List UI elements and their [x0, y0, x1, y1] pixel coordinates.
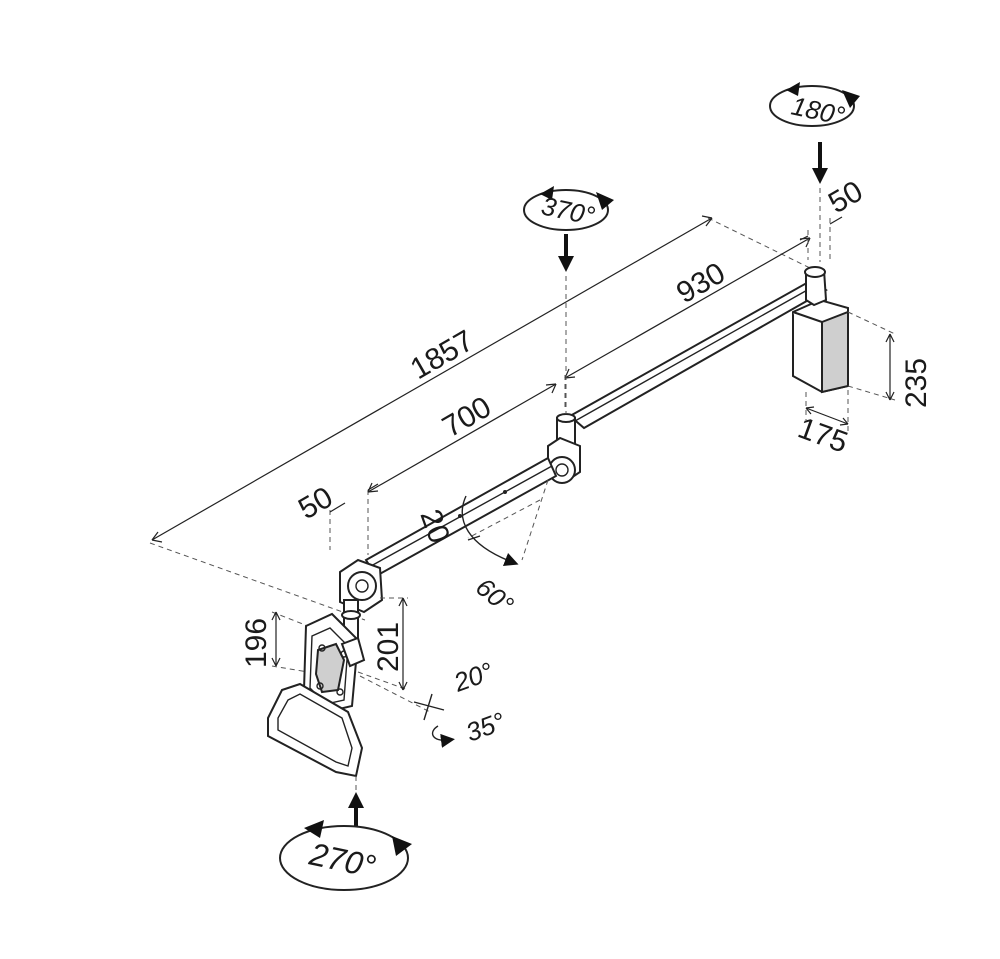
wall-plate: [792, 298, 849, 394]
down-arrow-icon: [812, 168, 828, 184]
up-arrow-icon: [348, 792, 364, 808]
dimension-head-height: 196: [240, 611, 309, 673]
head-swivel-label: 35°: [462, 706, 509, 748]
head-height-label: 196: [240, 618, 273, 668]
rotation-arrow-icon: [596, 192, 614, 210]
wall-plate-height-label: 235: [900, 358, 933, 408]
dimension-wall-plate-height: 235: [847, 311, 933, 408]
head-rotation: 270°: [279, 776, 412, 891]
inner-arm-label: 930: [671, 256, 731, 310]
vesa-head: [302, 612, 366, 714]
dimension-elbow-offset: 50: [293, 481, 379, 550]
tilt-arm-height-label: 201: [372, 622, 405, 672]
dimension-wall-plate-depth: 175: [794, 390, 852, 460]
dimension-mount-offset: 50: [799, 175, 868, 260]
rotation-arrow-icon: [392, 836, 412, 856]
down-arrow-icon: [558, 256, 574, 272]
rotation-arrow-icon: [304, 820, 324, 838]
head-tilt-label: 20°: [449, 656, 497, 698]
middle-joint-rotation: 370°: [523, 186, 614, 414]
dimension-tilt-arm-height: 201: [357, 597, 409, 691]
total-length-label: 1857: [405, 324, 479, 386]
arm-tilt-label: 60°: [470, 572, 519, 620]
outer-arm: [364, 456, 558, 578]
dimension-inner-arm: 930: [564, 237, 811, 410]
elbow-joint: [339, 558, 384, 651]
mount-offset-label: 50: [823, 175, 868, 220]
wall-joint-rotation: 180°: [769, 82, 860, 262]
rotation-arrow-icon: [786, 82, 800, 96]
elbow-offset-label: 50: [293, 481, 338, 526]
outer-arm-label: 700: [437, 390, 497, 444]
rotation-arrow-icon: [842, 90, 860, 108]
inner-arm: [568, 266, 828, 430]
rotation-arrow-icon: [540, 186, 554, 200]
